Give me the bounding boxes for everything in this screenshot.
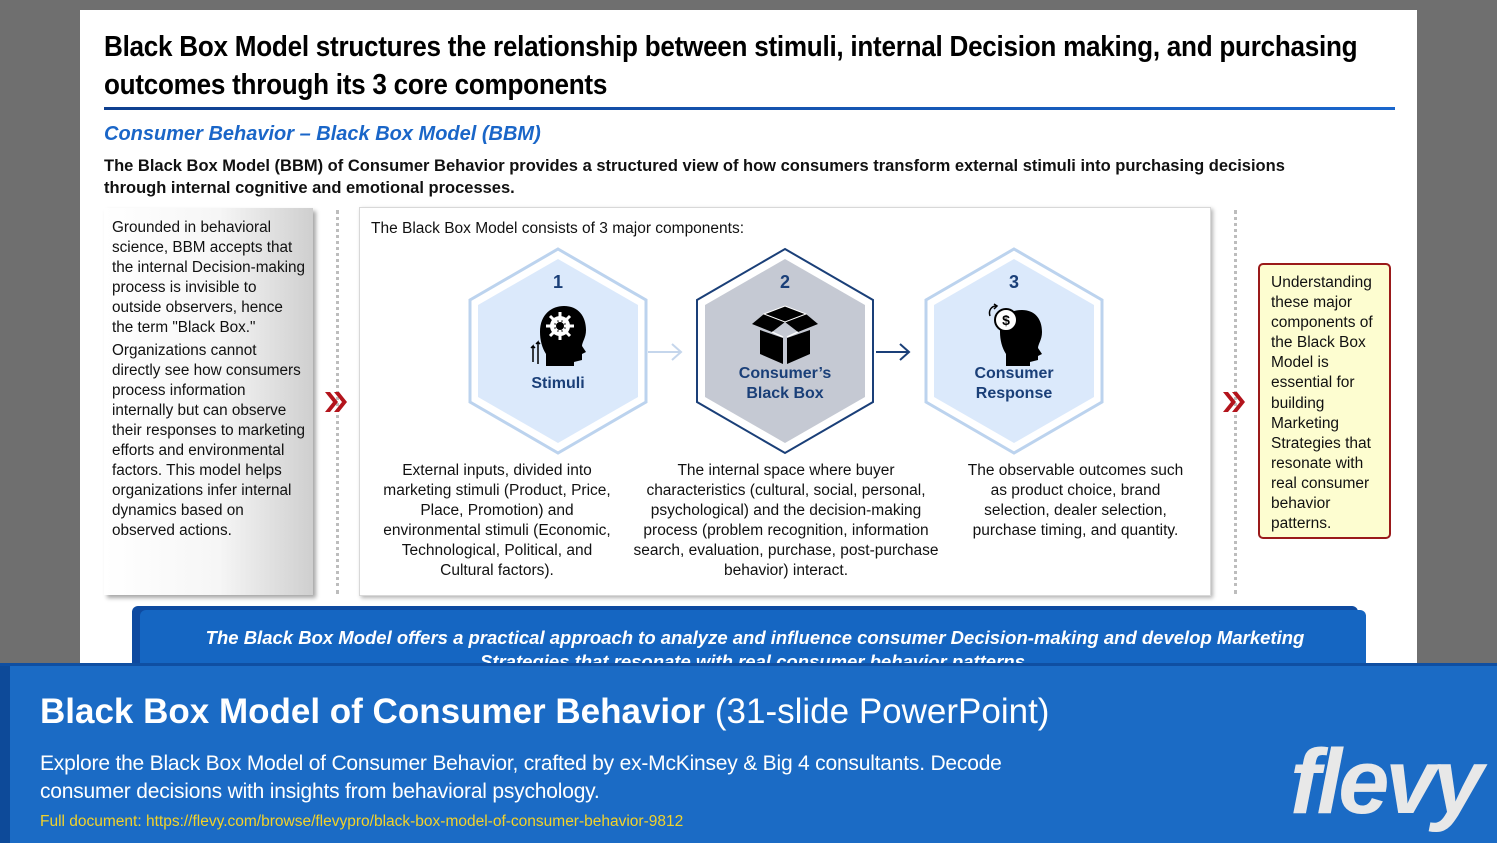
component-label-line: Consumer’s [738, 365, 832, 382]
conclusion-text: Understanding these major components of … [1271, 274, 1373, 533]
left-panel-text: Grounded in behavioral science, BBM acce… [112, 218, 308, 541]
component-description: The internal space where buyer character… [633, 462, 939, 579]
component-number: 1 [552, 272, 563, 292]
product-footer: Black Box Model of Consumer Behavior (31… [0, 663, 1497, 843]
left-panel-paragraph: Grounded in behavioral science, BBM acce… [112, 219, 306, 336]
component-label-line: Black Box [746, 385, 824, 402]
head-gear-icon [530, 306, 586, 366]
components-panel: The Black Box Model consists of 3 major … [359, 207, 1211, 596]
svg-text:$: $ [1002, 312, 1010, 328]
component-stimuli: 1 Stimuli [466, 246, 650, 456]
component-label: Consumer Response [922, 364, 1106, 404]
product-description: Explore the Black Box Model of Consumer … [40, 752, 1002, 803]
arrow-right-icon [648, 343, 683, 361]
arrow-right-icon [876, 343, 911, 361]
components-heading: The Black Box Model consists of 3 major … [371, 220, 745, 237]
left-panel-paragraph: Organizations cannot directly see how co… [112, 342, 306, 539]
left-explanation-panel: Grounded in behavioral science, BBM acce… [104, 208, 313, 595]
component-description: External inputs, divided into marketing … [383, 462, 611, 579]
component-label: Consumer’s Black Box [693, 364, 877, 404]
conclusion-box: Understanding these major components of … [1258, 263, 1391, 539]
chevron-right-icon [1223, 392, 1245, 412]
product-title: Black Box Model of Consumer Behavior (31… [40, 692, 1049, 732]
open-box-icon [752, 305, 818, 364]
title-divider [104, 107, 1395, 110]
flevy-logo: flevy [1290, 731, 1484, 833]
summary-banner: The Black Box Model offers a practical a… [140, 610, 1366, 670]
component-number: 2 [779, 272, 790, 292]
component-label-line: Response [975, 385, 1053, 402]
component-black-box: 2 Consumer’s Black Box [693, 246, 877, 456]
document-link[interactable]: Full document: https://flevy.com/browse/… [40, 813, 684, 830]
hexagon-shape [696, 247, 874, 455]
component-number: 3 [1008, 272, 1019, 292]
slide-title: Black Box Model structures the relations… [104, 31, 1358, 101]
chevron-right-icon [325, 392, 347, 412]
intro-text: The Black Box Model (BBM) of Consumer Be… [104, 157, 1285, 197]
slide-subtitle: Consumer Behavior – Black Box Model (BBM… [104, 123, 541, 145]
footer-accent-bar [0, 666, 10, 843]
component-description: The observable outcomes such as product … [967, 462, 1184, 539]
product-title-main: Black Box Model of Consumer Behavior [40, 692, 706, 731]
product-title-slide-count: (31-slide PowerPoint) [714, 692, 1050, 731]
slide: Black Box Model structures the relations… [80, 10, 1417, 670]
head-dollar-icon: $ [988, 303, 1042, 366]
component-response: 3 $ Consumer Response [922, 246, 1106, 456]
component-label-line: Consumer [974, 365, 1054, 382]
component-label: Stimuli [531, 375, 585, 392]
